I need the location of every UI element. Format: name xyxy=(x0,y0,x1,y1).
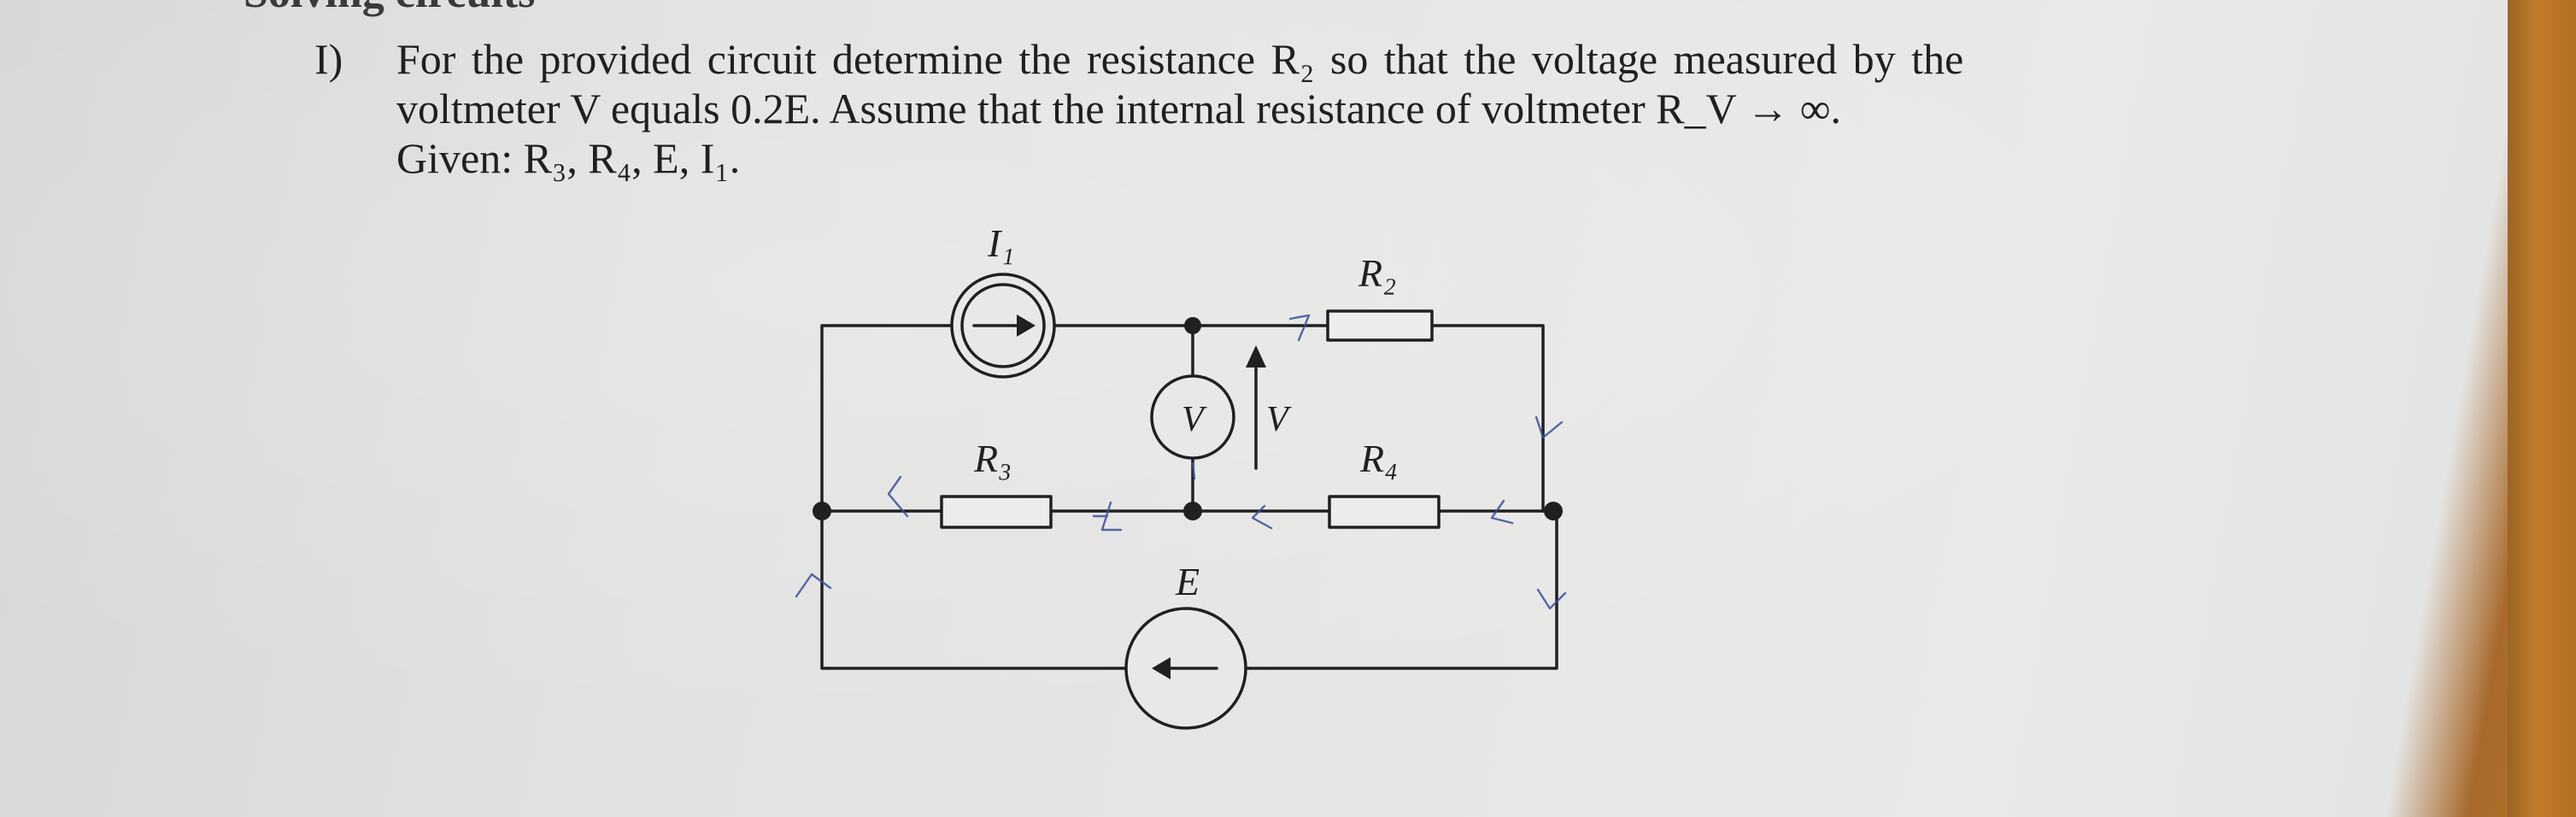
pen-mark-right xyxy=(1490,499,1514,525)
wire-top-right xyxy=(1430,324,1545,513)
pen-mark-r3-left xyxy=(887,475,909,518)
node-top xyxy=(1184,317,1201,334)
label-e: E xyxy=(1175,560,1200,603)
voltage-source-arrowhead-icon xyxy=(1152,657,1171,679)
current-source-arrowhead-icon xyxy=(1017,314,1036,337)
voltage-arrowhead-icon xyxy=(1246,345,1266,367)
wire-bottom-left xyxy=(820,509,1128,670)
label-r3: R₃ xyxy=(973,437,1012,480)
problem-line-3: Given: R₃, R₄, E, I₁. xyxy=(396,134,741,182)
label-i1: I₁ xyxy=(987,221,1014,265)
node-left xyxy=(813,502,831,520)
resistor-r4 xyxy=(1328,495,1441,529)
pen-mark-bottom-left xyxy=(795,573,832,598)
wire-bottom-right xyxy=(1244,509,1558,670)
section-heading: Solving circuits xyxy=(244,0,535,18)
voltmeter-circle xyxy=(1150,374,1235,460)
wire-top-left xyxy=(820,324,954,513)
pen-mark-l xyxy=(1092,501,1123,532)
current-source-inner xyxy=(960,283,1046,368)
pen-mark-vm xyxy=(1191,461,1196,480)
node-right xyxy=(1544,502,1563,520)
problem-number: I) xyxy=(314,35,343,83)
label-r2: R₂ xyxy=(1358,251,1396,295)
problem-line-2: voltmeter V equals 0.2E. Assume that the… xyxy=(396,85,1841,132)
label-r4: R₄ xyxy=(1359,437,1398,480)
node-center xyxy=(1183,502,1202,520)
resistor-r3 xyxy=(940,495,1053,529)
pen-mark-right-bottom xyxy=(1536,588,1567,610)
voltmeter-symbol: V xyxy=(1182,400,1207,439)
label-voltage-arrow: V xyxy=(1266,400,1292,439)
pen-mark-right-top xyxy=(1534,415,1564,439)
pen-mark-center xyxy=(1251,504,1273,530)
resistor-r2 xyxy=(1326,309,1434,342)
desk-edge xyxy=(2508,0,2576,817)
pen-mark-r2 xyxy=(1288,314,1311,342)
problem-line-1: For the provided circuit determine the r… xyxy=(396,35,1964,83)
